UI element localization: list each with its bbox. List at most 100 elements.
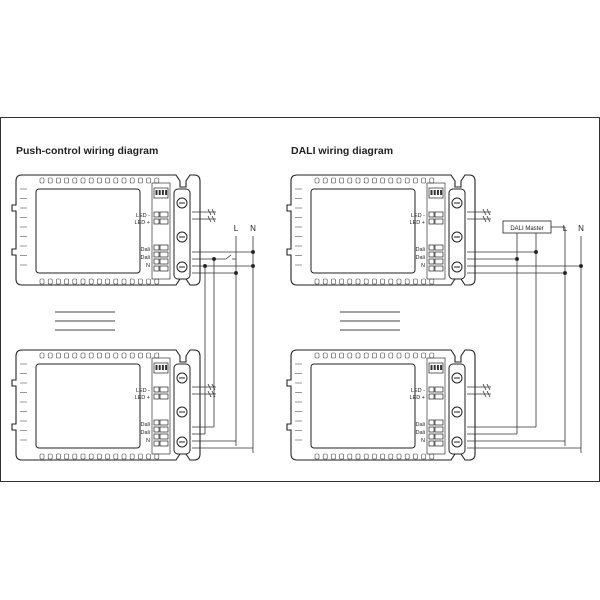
led-terminal-clamp xyxy=(159,218,169,225)
cooling-fin xyxy=(404,177,410,184)
cooling-fin xyxy=(396,352,402,359)
cooling-fin xyxy=(421,177,426,184)
cooling-fin xyxy=(347,278,353,285)
cooling-fin xyxy=(339,453,344,460)
dali-master-label: DALI Master xyxy=(510,226,543,232)
cooling-fin xyxy=(396,177,402,184)
dip-switch xyxy=(428,187,444,199)
wire-cut-mark xyxy=(482,215,491,223)
cooling-fin xyxy=(339,177,344,184)
dip-switch-lever xyxy=(430,190,433,195)
cooling-fin xyxy=(72,352,78,359)
cooling-fin xyxy=(404,453,410,460)
n-terminal-label: N xyxy=(421,438,425,444)
dali-label: Dali xyxy=(141,247,150,253)
dip-switch-lever xyxy=(430,365,433,370)
dali-label: Dali xyxy=(416,422,425,428)
cooling-fin xyxy=(347,453,353,460)
label-panel xyxy=(310,188,416,274)
cooling-fin xyxy=(404,278,410,285)
n-terminal-label: N xyxy=(421,263,425,269)
cooling-fin xyxy=(138,352,143,359)
cooling-fin xyxy=(97,278,102,285)
cooling-fin xyxy=(47,453,53,460)
wire-cut-mark xyxy=(482,208,491,216)
cooling-fin xyxy=(80,278,86,285)
dali-label: Dali xyxy=(416,247,425,253)
cooling-fin xyxy=(331,453,336,460)
cooling-fin xyxy=(47,352,53,359)
cooling-fin xyxy=(39,177,45,184)
led-plus-label: LED + xyxy=(410,220,425,226)
input-terminal-clamp xyxy=(159,440,169,447)
dali-label: Dali xyxy=(416,430,425,436)
cooling-fin xyxy=(105,453,110,460)
push-switch xyxy=(225,254,236,260)
cooling-fin xyxy=(56,352,61,359)
junction-dot xyxy=(250,249,255,254)
cooling-fin xyxy=(129,453,135,460)
dip-switch-lever xyxy=(436,190,439,195)
cooling-fin xyxy=(64,352,69,359)
led-minus-label: LED - xyxy=(136,388,150,394)
cooling-fin xyxy=(355,177,361,184)
led-plus-label: LED + xyxy=(410,395,425,401)
dip-switch xyxy=(153,362,169,374)
cooling-fin xyxy=(80,453,86,460)
cooling-fin xyxy=(105,352,110,359)
cooling-fin xyxy=(121,352,127,359)
cooling-fin xyxy=(355,278,361,285)
cooling-fin xyxy=(372,177,377,184)
cooling-fin xyxy=(129,278,135,285)
cooling-fin xyxy=(88,453,94,460)
cooling-fin xyxy=(105,177,110,184)
cooling-fin xyxy=(80,352,86,359)
cooling-fin xyxy=(380,352,385,359)
cooling-fin xyxy=(413,352,418,359)
dip-switch-lever xyxy=(158,365,161,370)
cooling-fin xyxy=(347,352,353,359)
input-terminal xyxy=(428,440,435,447)
input-terminal-clamp xyxy=(159,258,169,265)
led-terminal xyxy=(153,218,160,225)
input-terminal xyxy=(428,426,435,433)
led-terminal xyxy=(153,393,160,400)
cooling-fin xyxy=(355,352,361,359)
cooling-fin xyxy=(121,177,127,184)
input-terminal-clamp xyxy=(159,251,169,258)
cooling-fin xyxy=(97,453,102,460)
terminal-housing xyxy=(426,357,446,455)
input-terminal xyxy=(153,433,160,440)
junction-dot xyxy=(563,270,568,275)
cooling-fin xyxy=(421,453,426,460)
cooling-fin xyxy=(372,453,377,460)
dip-switch-lever xyxy=(440,365,443,370)
cooling-fin xyxy=(72,177,78,184)
junction-dot xyxy=(250,263,255,268)
cooling-fin xyxy=(146,453,151,460)
input-terminal xyxy=(153,265,160,272)
cooling-fin xyxy=(388,453,394,460)
cooling-fin xyxy=(138,177,143,184)
cooling-fin xyxy=(72,453,78,460)
cooling-fin xyxy=(396,453,402,460)
cooling-fin xyxy=(331,177,336,184)
cooling-fin xyxy=(105,278,110,285)
cooling-fin xyxy=(121,278,127,285)
cooling-fin xyxy=(388,177,394,184)
cooling-fin xyxy=(39,278,45,285)
cooling-fin xyxy=(322,177,328,184)
cooling-fin xyxy=(413,453,418,460)
cooling-fin xyxy=(380,453,385,460)
cooling-fin xyxy=(56,453,61,460)
input-terminal xyxy=(153,251,160,258)
led-plus-label: LED + xyxy=(135,395,150,401)
input-terminal xyxy=(153,426,160,433)
cooling-fin xyxy=(56,177,61,184)
cooling-fin xyxy=(88,352,94,359)
cooling-fin xyxy=(314,453,320,460)
dip-switch-lever xyxy=(433,365,436,370)
led-minus-label: LED - xyxy=(136,213,150,219)
wire-cut-mark xyxy=(207,383,216,391)
cooling-fin xyxy=(339,278,344,285)
